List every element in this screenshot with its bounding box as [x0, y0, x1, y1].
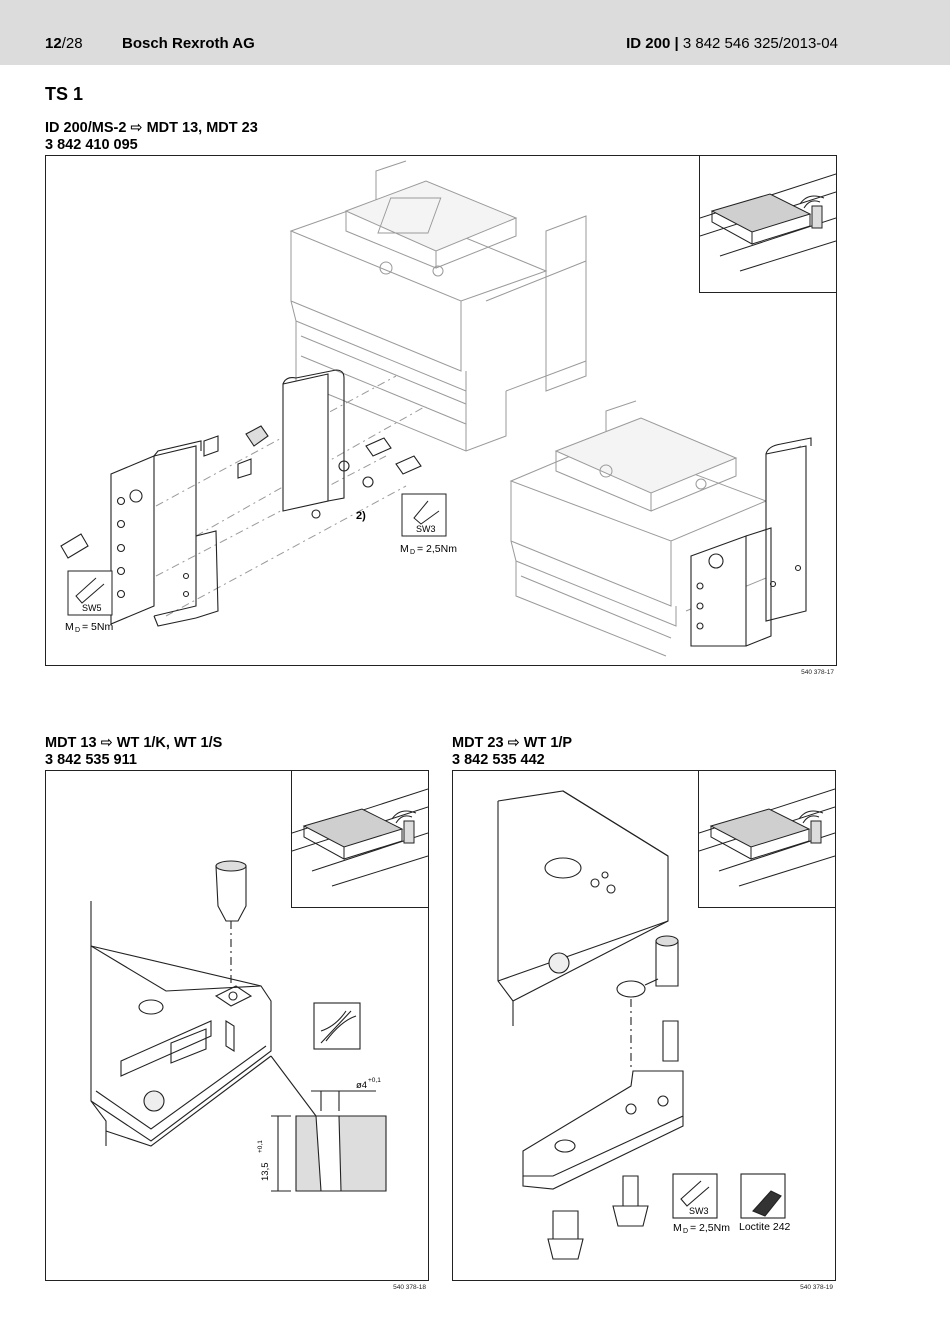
left-figure-caption: MDT 13 ⇨ WT 1/K, WT 1/S 3 842 535 911 — [45, 735, 222, 769]
inset-carrier-icon — [291, 788, 429, 887]
torque-a-symbol: M — [400, 543, 409, 555]
page-header: 12/28 Bosch Rexroth AG ID 200 | 3 842 54… — [0, 0, 950, 65]
torque-b-sub: D — [75, 627, 80, 634]
tool-sw5-label: SW5 — [82, 603, 102, 613]
right-caption-part-number: 3 842 535 442 — [452, 752, 545, 768]
torque-b-symbol: M — [65, 621, 74, 633]
dim-diameter-tol: +0,1 — [368, 1077, 381, 1084]
left-caption-part-number: 3 842 535 911 — [45, 752, 137, 768]
dim-depth-tol: +0,1 — [257, 1140, 264, 1153]
left-assembly-drawing: ø4 +0,1 13,5 +0,1 — [90, 860, 387, 1192]
top-assembly-drawing: 2) SW3 M D = 2,5Nm SW5 M D = 5Nm — [60, 160, 812, 657]
torque-a-value: = 2,5Nm — [417, 543, 457, 555]
company-name: Bosch Rexroth AG — [122, 35, 255, 52]
page-current: 12 — [45, 35, 62, 52]
torque-a-sub: D — [410, 549, 415, 556]
right-inset-detail — [698, 770, 836, 908]
right-caption-title: MDT 23 ⇨ WT 1/P — [452, 735, 573, 751]
page-total: /28 — [61, 35, 83, 52]
top-figure-frame: 2) SW3 M D = 2,5Nm SW5 M D = 5Nm 540 378… — [45, 155, 837, 676]
dim-depth: 13,5 — [260, 1163, 271, 1182]
tool-sw3-label: SW3 — [689, 1206, 709, 1216]
adhesive-label: Loctite 242 — [739, 1221, 791, 1233]
section-title: TS 1 — [45, 84, 84, 104]
torque-value: = 2,5Nm — [690, 1222, 730, 1234]
dim-diameter: ø4 — [356, 1080, 367, 1091]
top-inset-detail — [699, 155, 837, 293]
product-name: ID 200 — [626, 35, 671, 52]
top-figure-id: 540 378-17 — [801, 669, 834, 676]
right-assembly-drawing: SW3 M D = 2,5Nm Loctite 242 — [497, 790, 791, 1260]
tool-sw3-label: SW3 — [416, 524, 436, 534]
left-figure-id: 540 378-18 — [393, 1284, 426, 1291]
doc-number: 3 842 546 325/2013-04 — [682, 35, 838, 52]
right-figure-id: 540 378-19 — [800, 1284, 833, 1291]
right-figure-frame: SW3 M D = 2,5Nm Loctite 242 540 378-19 — [452, 770, 836, 1291]
top-caption-title: ID 200/MS-2 ⇨ MDT 13, MDT 23 — [45, 120, 258, 136]
torque-sub: D — [683, 1228, 688, 1235]
top-figure-caption: ID 200/MS-2 ⇨ MDT 13, MDT 23 3 842 410 0… — [45, 120, 258, 154]
torque-symbol: M — [673, 1222, 682, 1234]
left-caption-title: MDT 13 ⇨ WT 1/K, WT 1/S — [45, 735, 223, 751]
page-number: 12/28 — [45, 35, 83, 52]
top-caption-part-number: 3 842 410 095 — [45, 137, 138, 153]
inset-carrier-icon — [698, 788, 836, 887]
right-figure-caption: MDT 23 ⇨ WT 1/P 3 842 535 442 — [452, 735, 572, 769]
document-id: ID 200 | 3 842 546 325/2013-04 — [626, 35, 838, 52]
torque-b-value: = 5Nm — [82, 621, 113, 633]
inset-carrier-icon — [699, 173, 837, 272]
left-figure-frame: ø4 +0,1 13,5 +0,1 540 378-18 — [45, 770, 429, 1291]
left-inset-detail — [291, 770, 429, 908]
note-2: 2) — [356, 510, 366, 522]
separator: | — [674, 35, 679, 52]
